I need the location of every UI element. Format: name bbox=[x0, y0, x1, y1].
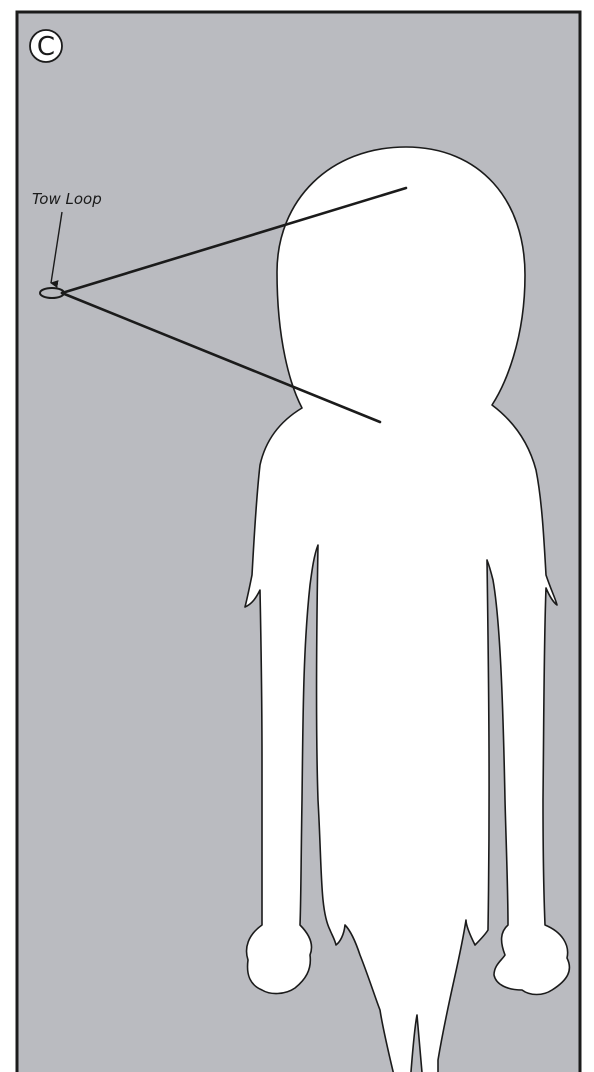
badge-circle-icon bbox=[29, 29, 63, 63]
panel-letter: C bbox=[37, 32, 55, 62]
arrow-pointer-icon bbox=[50, 211, 63, 289]
panel-badge: C bbox=[29, 29, 63, 63]
tow-loop-label: Tow Loop bbox=[32, 190, 102, 208]
tow-line-upper bbox=[60, 186, 408, 295]
tow-line-lower bbox=[60, 291, 382, 424]
human-silhouette-icon bbox=[244, 146, 571, 1072]
